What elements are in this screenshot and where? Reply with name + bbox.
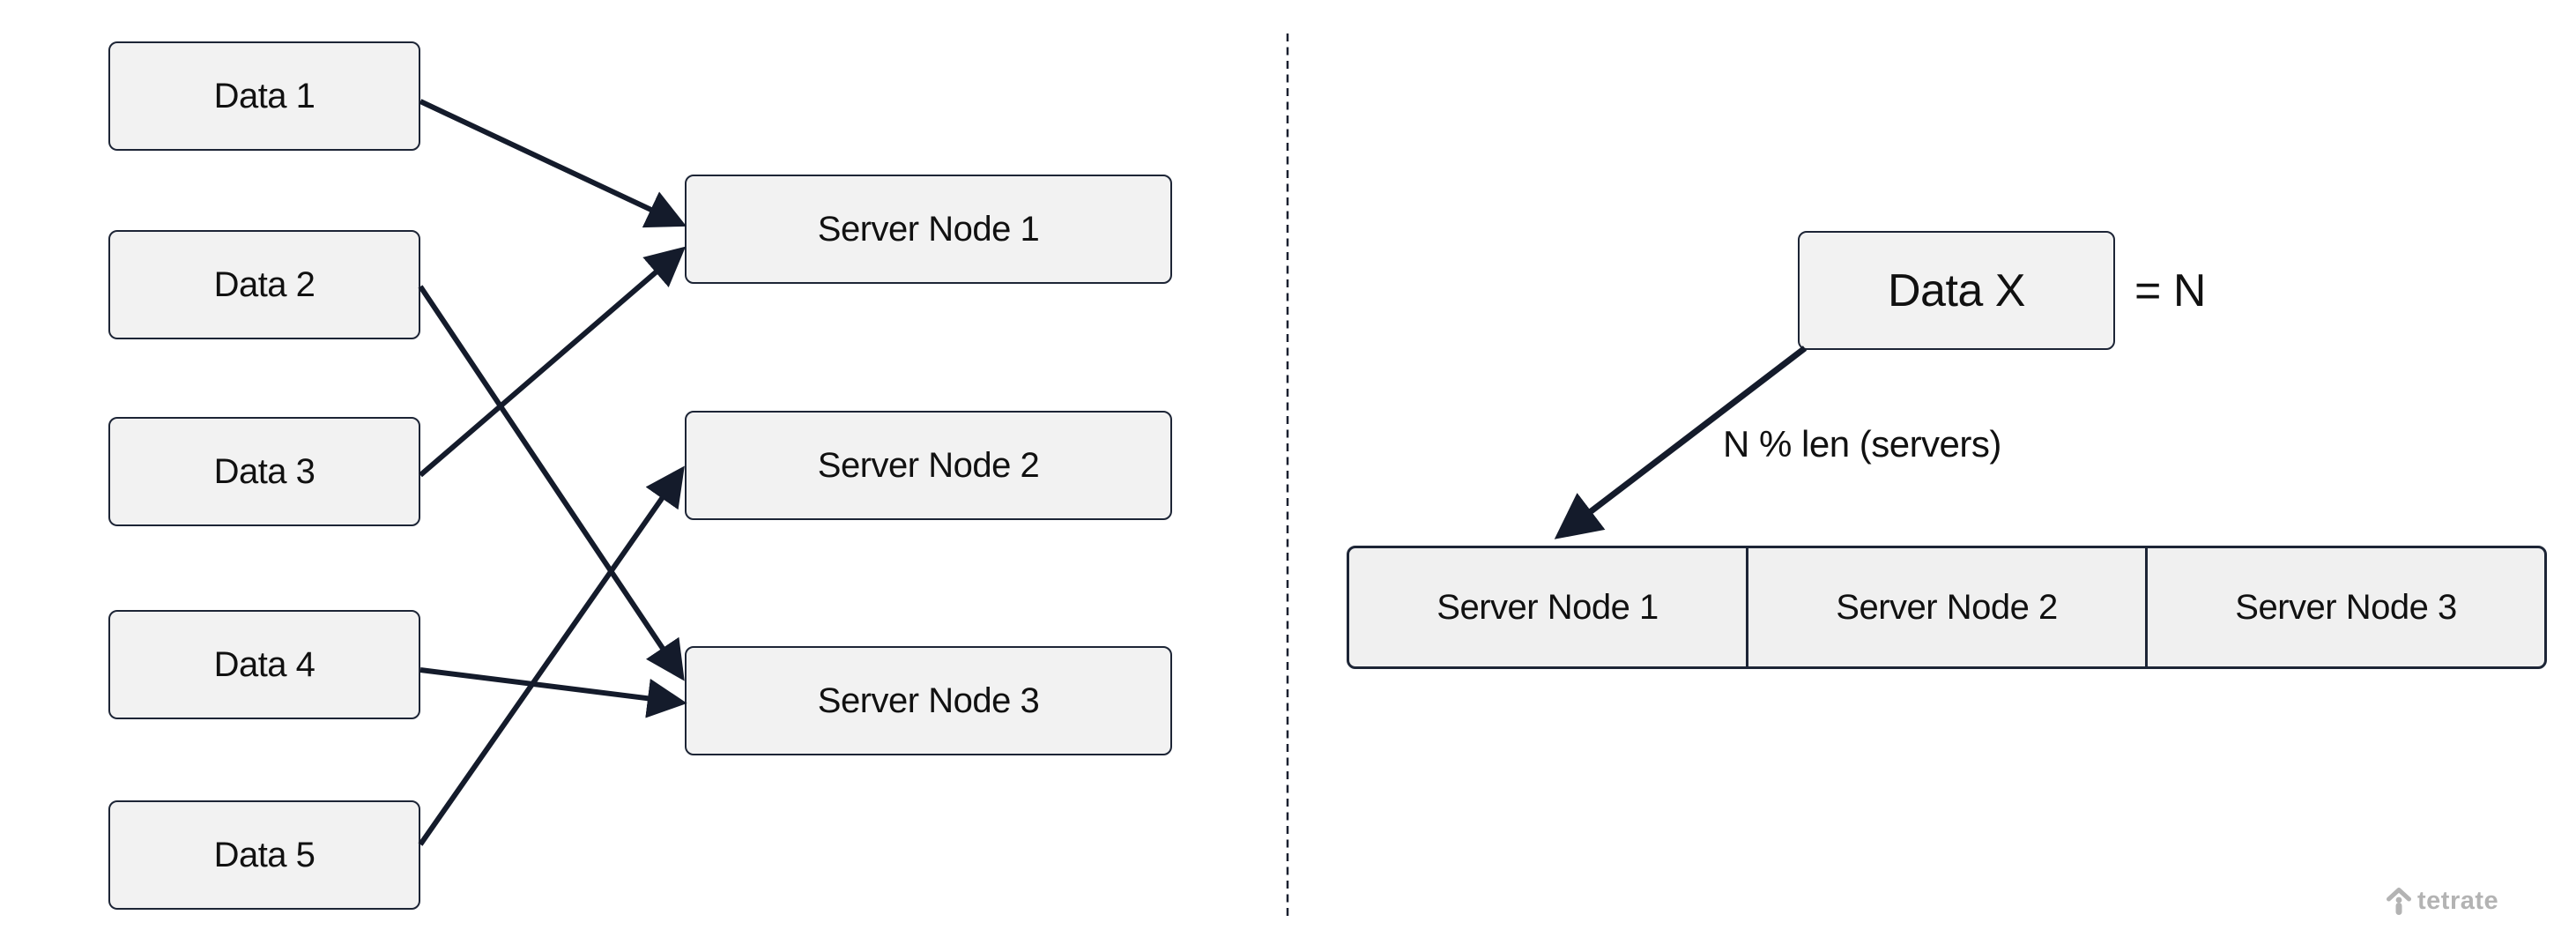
server-node-3-label: Server Node 3 [817,681,1040,720]
equals-n-label: = N [2134,264,2206,316]
server-cell-1: Server Node 1 [1436,587,1659,627]
data-node-5: Data 5 [108,800,420,910]
server-node-1: Server Node 1 [685,175,1172,284]
data-node-2-label: Data 2 [213,264,316,304]
data-x-label: Data X [1888,264,2025,316]
data-x-node: Data X [1798,231,2115,350]
data-node-2: Data 2 [108,230,420,339]
tetrate-icon [2387,888,2411,915]
data-node-5-label: Data 5 [213,835,316,874]
data-node-3-label: Data 3 [213,451,316,491]
server-node-2: Server Node 2 [685,411,1172,520]
server-cell-3: Server Node 3 [2145,548,2544,666]
server-node-2-label: Server Node 2 [817,445,1040,485]
server-node-1-label: Server Node 1 [817,209,1040,249]
tetrate-logo-text: tetrate [2417,886,2499,915]
server-node-3: Server Node 3 [685,646,1172,755]
server-cell-2: Server Node 2 [1746,548,2145,666]
data-node-3: Data 3 [108,417,420,526]
data-node-1: Data 1 [108,41,420,151]
server-row: Server Node 1 Server Node 2 Server Node … [1347,546,2547,669]
data-node-1-label: Data 1 [213,76,316,115]
data-node-4: Data 4 [108,610,420,719]
data-node-4-label: Data 4 [213,644,316,684]
tetrate-logo: tetrate [2387,885,2498,917]
modulo-arrow-label: N % len (servers) [1723,423,2001,465]
